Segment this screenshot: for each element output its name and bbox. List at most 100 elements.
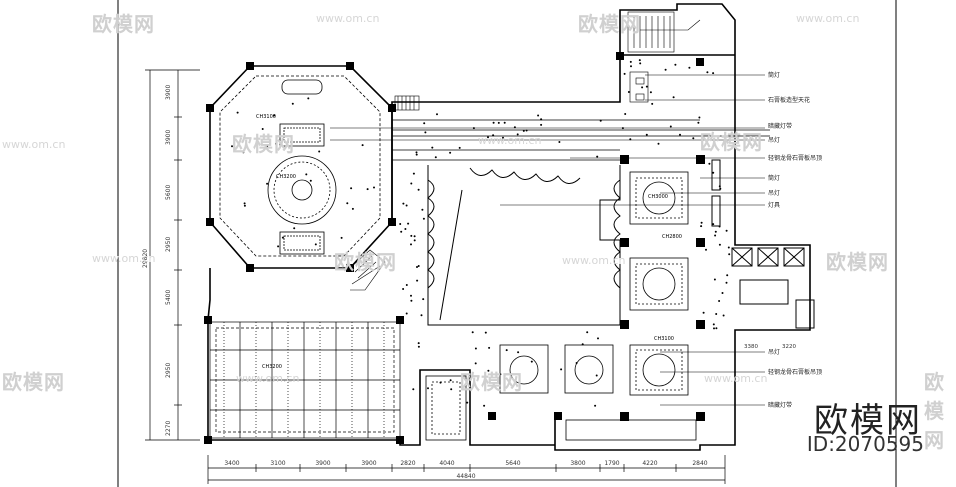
downlight-dot xyxy=(581,343,584,346)
downlight-dot xyxy=(415,153,418,156)
downlight-dot xyxy=(318,150,321,153)
watermark-url-8: www.om.cn xyxy=(704,372,768,385)
downlight-dot xyxy=(505,349,508,352)
entrance xyxy=(425,375,697,441)
downlight-dot xyxy=(712,171,715,174)
annotation-3: 吊灯 xyxy=(768,136,780,144)
downlight-dot xyxy=(722,314,725,317)
ch-label-octagon-top: CH3100 xyxy=(256,114,276,120)
downlight-dot xyxy=(416,266,418,268)
downlight-dot xyxy=(351,207,354,210)
downlight-dot xyxy=(712,223,715,226)
downlight-dot xyxy=(410,182,413,185)
watermark-url-5: www.om.cn xyxy=(92,252,156,265)
ceiling-boxes-right xyxy=(499,171,689,396)
downlight-dot xyxy=(540,123,543,126)
downlight-dot xyxy=(410,294,412,297)
watermark-url-7: www.om.cn xyxy=(236,372,300,385)
downlight-dot xyxy=(436,113,438,116)
watermark-brand-8: 欧模网 xyxy=(460,370,523,394)
dim-bottom-7: 3800 xyxy=(570,460,585,467)
elevator-shafts xyxy=(711,159,815,329)
downlight-dot xyxy=(664,68,667,71)
dim-left-3: 2950 xyxy=(165,237,172,252)
downlight-dot xyxy=(594,404,597,407)
ch-label-octagon-center: CH3200 xyxy=(276,174,296,180)
downlight-dot xyxy=(688,66,691,69)
watermark-brand-4: 欧模网 xyxy=(700,130,763,154)
dim-left-total: 29820 xyxy=(142,249,149,268)
downlight-dot xyxy=(410,243,412,246)
downlight-dot xyxy=(669,125,672,128)
downlight-dot xyxy=(725,229,728,232)
downlight-dot xyxy=(449,151,452,154)
downlight-dot xyxy=(400,230,403,233)
downlight-dot xyxy=(623,72,626,75)
downlight-dot xyxy=(458,146,461,149)
downlight-dot xyxy=(714,230,717,233)
downlight-dot xyxy=(366,188,369,191)
corridor-lines xyxy=(392,119,770,161)
dim-left-2: 5600 xyxy=(165,185,172,200)
dim-bottom-5: 4040 xyxy=(439,460,454,467)
annotation-6: 吊灯 xyxy=(768,189,780,197)
downlight-dot xyxy=(728,253,731,256)
leader-lines xyxy=(330,74,765,406)
downlight-dot xyxy=(242,151,245,154)
downlight-dot xyxy=(483,404,486,407)
annotation-5: 筒灯 xyxy=(768,174,780,182)
downlight-dot xyxy=(346,202,349,205)
dim-bottom-0: 3400 xyxy=(224,460,239,467)
downlight-dot xyxy=(537,114,540,117)
annotation-8: 吊灯 xyxy=(768,348,780,356)
downlight-dot xyxy=(361,144,364,147)
downlight-dot xyxy=(487,136,489,139)
downlight-dot xyxy=(266,145,269,148)
downlight-dot xyxy=(402,288,405,290)
downlight-dot xyxy=(715,313,718,315)
downlight-dot xyxy=(715,327,718,330)
downlight-dot xyxy=(417,265,420,267)
watermark-url-6: www.om.cn xyxy=(562,254,626,267)
dim-bottom-1: 3100 xyxy=(270,460,285,467)
downlight-dot xyxy=(422,298,425,301)
downlight-dot xyxy=(291,102,294,105)
downlight-dot xyxy=(413,235,416,238)
downlight-dot xyxy=(718,300,721,302)
downlight-dot xyxy=(651,102,654,105)
downlight-dot xyxy=(472,127,475,130)
downlight-dot xyxy=(719,187,722,190)
downlight-dot xyxy=(405,312,408,315)
downlight-dot xyxy=(488,346,491,349)
downlight-dot xyxy=(412,172,415,175)
downlight-dot xyxy=(466,401,469,404)
downlight-dot xyxy=(417,345,420,348)
downlight-dot xyxy=(597,337,599,340)
downlight-dot xyxy=(277,245,280,248)
downlight-dot xyxy=(718,225,721,228)
downlight-dot xyxy=(399,223,402,225)
downlight-dot xyxy=(700,221,703,224)
downlight-dot xyxy=(712,323,715,326)
dim-bottom-4: 2820 xyxy=(400,460,415,467)
downlight-dot xyxy=(525,129,528,132)
dim-left-1: 3900 xyxy=(165,130,172,145)
dimension-chain-bottom xyxy=(207,455,726,484)
small-stair-left xyxy=(349,95,420,291)
downlight-dot xyxy=(422,217,425,220)
downlight-dot xyxy=(560,368,563,371)
downlight-dot xyxy=(630,65,632,68)
dim-left-5: 2950 xyxy=(165,363,172,378)
downlight-dot xyxy=(307,97,310,100)
downlight-dot xyxy=(672,96,675,99)
downlight-dot xyxy=(705,248,707,251)
downlight-dot xyxy=(599,119,602,122)
downlight-dot xyxy=(645,85,648,88)
downlight-dot xyxy=(530,360,533,363)
dim-bottom-8: 1790 xyxy=(604,460,619,467)
downlight-dot xyxy=(401,317,404,320)
downlight-dot xyxy=(474,362,477,365)
downlight-dot xyxy=(624,113,627,115)
downlight-dot xyxy=(575,362,578,364)
downlight-dot xyxy=(718,185,721,188)
